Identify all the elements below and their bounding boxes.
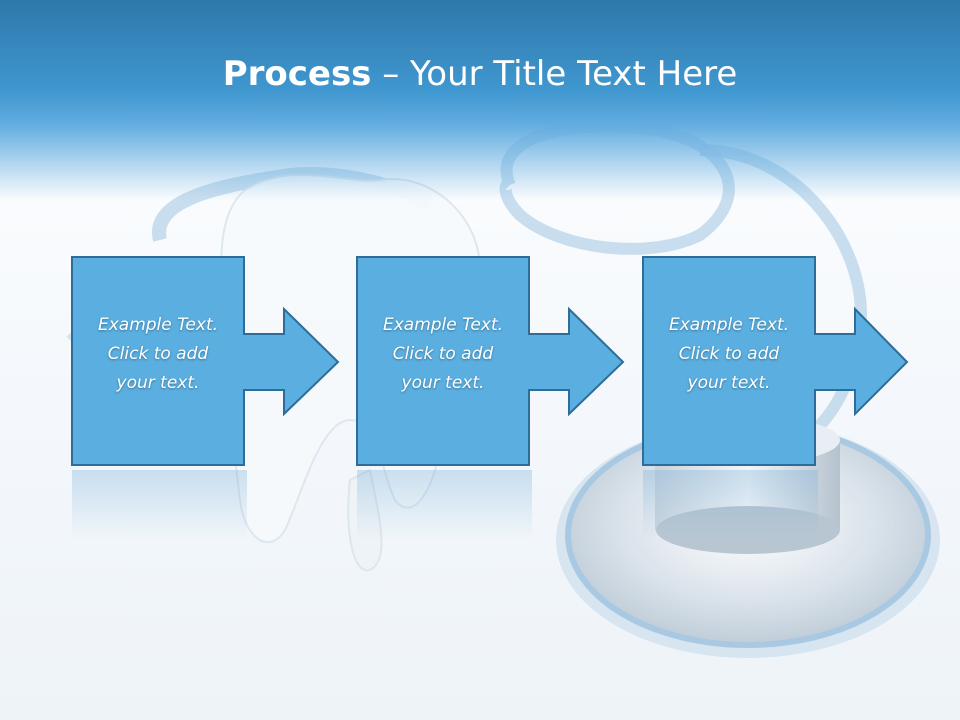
step-1-reflection: [72, 470, 247, 540]
title-rest-part: – Your Title Text Here: [371, 54, 738, 94]
process-step-2[interactable]: Example Text. Click to add your text.: [356, 256, 625, 466]
step-3-text[interactable]: Example Text. Click to add your text.: [668, 315, 790, 393]
step-2-reflection: [357, 470, 532, 540]
step-1-text[interactable]: Example Text. Click to add your text.: [97, 315, 219, 393]
title-bar: [0, 0, 960, 200]
process-step-3[interactable]: Example Text. Click to add your text.: [642, 256, 909, 466]
slide-title[interactable]: Process – Your Title Text Here: [0, 52, 960, 96]
step-2-arrow-shape: [356, 256, 625, 466]
step-3-reflection: [643, 470, 818, 540]
step-3-arrow-shape: [642, 256, 909, 466]
step-2-text[interactable]: Example Text. Click to add your text.: [382, 315, 504, 393]
title-bold-part: Process: [222, 54, 372, 94]
process-step-1[interactable]: Example Text. Click to add your text.: [71, 256, 340, 466]
step-1-arrow-shape: [71, 256, 340, 466]
